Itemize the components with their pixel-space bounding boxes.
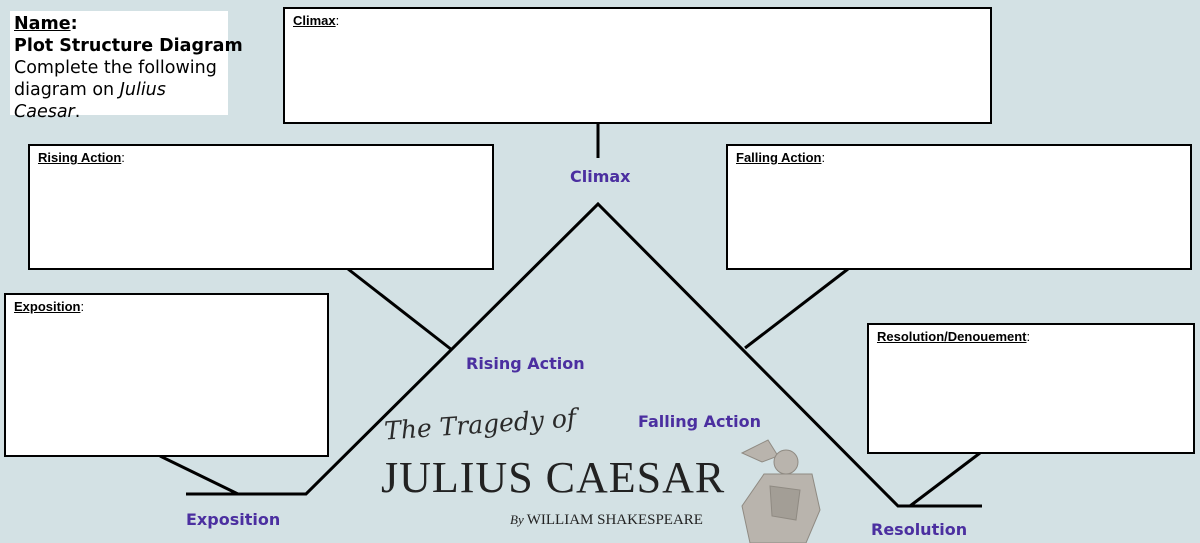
exposition-box-colon: : <box>80 299 84 314</box>
falling-action-box-colon: : <box>821 150 825 165</box>
falling-action-box[interactable]: Falling Action: <box>726 144 1192 270</box>
caesar-statue-image <box>742 440 820 543</box>
resolution-box-colon: : <box>1027 329 1031 344</box>
resolution-box[interactable]: Resolution/Denouement: <box>867 323 1195 454</box>
rising-action-connector <box>348 269 452 350</box>
resolution-box-label: Resolution/Denouement <box>877 329 1027 344</box>
exposition-box-label: Exposition <box>14 299 80 314</box>
climax-box-label: Climax <box>293 13 336 28</box>
falling-action-connector <box>745 269 848 348</box>
exposition-connector <box>160 456 238 494</box>
climax-box-colon: : <box>336 13 340 28</box>
byline-by: By <box>510 512 524 527</box>
play-title-art: JULIUS CAESAR <box>381 452 725 503</box>
rising-action-box-label: Rising Action <box>38 150 121 165</box>
climax-label: Climax <box>570 167 631 186</box>
exposition-label: Exposition <box>186 510 280 529</box>
exposition-box[interactable]: Exposition: <box>4 293 329 457</box>
falling-action-box-label: Falling Action <box>736 150 821 165</box>
rising-action-box[interactable]: Rising Action: <box>28 144 494 270</box>
climax-box[interactable]: Climax: <box>283 7 992 124</box>
rising-action-box-colon: : <box>121 150 125 165</box>
rising-action-label: Rising Action <box>466 354 585 373</box>
resolution-connector <box>910 453 980 506</box>
falling-action-label: Falling Action <box>638 412 761 431</box>
author-name: WILLIAM SHAKESPEARE <box>527 512 703 528</box>
resolution-label: Resolution <box>871 520 967 539</box>
